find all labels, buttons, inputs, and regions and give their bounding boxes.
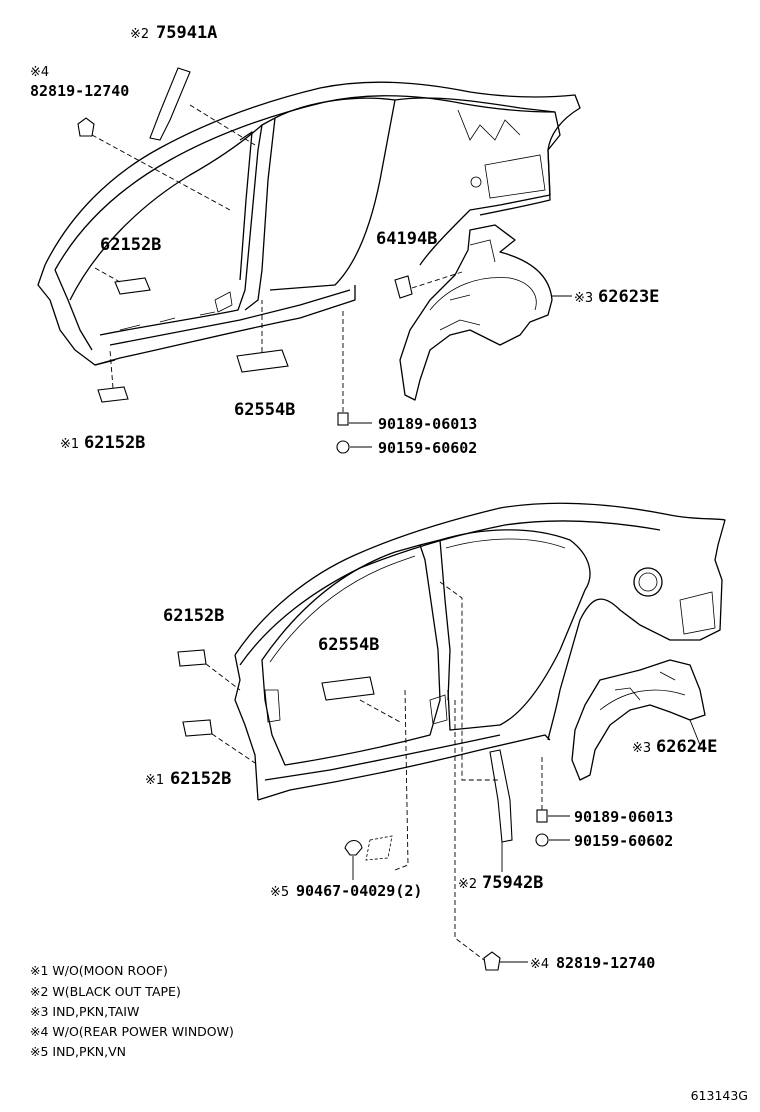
- callout-62152b-top1: ※1 62152B: [60, 433, 145, 453]
- part-75941a-shape: [149, 67, 191, 141]
- upper-wheel-housing: [399, 224, 553, 401]
- callout-62554b-top: 62554B: [234, 400, 295, 420]
- svg-text:※1: ※1: [145, 773, 164, 788]
- svg-text:※2: ※2: [130, 27, 149, 42]
- svg-text:※4: ※4: [530, 957, 549, 972]
- callout-82819-top: ※4 82819-12740: [30, 65, 129, 100]
- callout-90159-top: 90159-60602: [378, 439, 477, 457]
- svg-text:62624E: 62624E: [656, 737, 717, 757]
- svg-text:※2: ※2: [458, 877, 477, 892]
- callout-62152b-top: 62152B: [100, 235, 161, 255]
- footnote-3: ※3 IND,PKN,TAIW: [30, 1004, 139, 1019]
- svg-text:75941A: 75941A: [156, 23, 217, 43]
- footnotes: ※1 W/O(MOON ROOF) ※2 W(BLACK OUT TAPE) ※…: [30, 963, 234, 1059]
- footnote-5: ※5 IND,PKN,VN: [30, 1044, 126, 1059]
- part-62152b-bot-shape: [177, 649, 207, 667]
- part-62152b-bot1-shape: [182, 719, 213, 737]
- callout-75941a: ※2 75941A: [130, 23, 217, 43]
- svg-text:62152B: 62152B: [100, 235, 161, 255]
- part-62554b-bot-shape: [321, 676, 375, 701]
- svg-text:90189-06013: 90189-06013: [574, 808, 673, 826]
- callout-75942b: ※2 75942B: [458, 873, 543, 893]
- bolt-90159-top-shape: [336, 440, 350, 454]
- svg-text:62152B: 62152B: [163, 606, 224, 626]
- svg-text:64194B: 64194B: [376, 229, 437, 249]
- svg-text:90159-60602: 90159-60602: [378, 439, 477, 457]
- svg-text:62623E: 62623E: [598, 287, 659, 307]
- part-75942b-shape: [489, 749, 513, 843]
- svg-text:82819-12740: 82819-12740: [30, 82, 129, 100]
- callout-90189-top: 90189-06013: [378, 415, 477, 433]
- callout-90467: ※5 90467-04029(2): [270, 882, 422, 900]
- upper-side-panel-drawing: [37, 81, 581, 366]
- svg-text:62152B: 62152B: [170, 769, 231, 789]
- callout-62152b-bot: 62152B: [163, 606, 224, 626]
- callout-82819-bot: ※4 82819-12740: [530, 954, 655, 972]
- part-82819-top-shape: [77, 117, 95, 137]
- footnote-1: ※1 W/O(MOON ROOF): [30, 963, 168, 978]
- part-62152b-top1-shape: [97, 386, 129, 403]
- callout-62554b-bot: 62554B: [318, 635, 379, 655]
- part-64194b-shape: [394, 275, 413, 299]
- svg-text:82819-12740: 82819-12740: [556, 954, 655, 972]
- svg-text:※5: ※5: [270, 885, 289, 900]
- callout-90189-bot: 90189-06013: [574, 808, 673, 826]
- svg-text:62152B: 62152B: [84, 433, 145, 453]
- upper-leader-lines: [91, 104, 572, 448]
- bolt-90189-top-shape: [337, 412, 349, 426]
- svg-text:90467-04029(2): 90467-04029(2): [296, 882, 422, 900]
- footnote-2: ※2 W(BLACK OUT TAPE): [30, 984, 181, 999]
- svg-text:※1: ※1: [60, 437, 79, 452]
- part-62554b-top-shape: [236, 349, 289, 373]
- diagram-reference-number: 613143G: [691, 1088, 748, 1103]
- bolt-90159-bot-shape: [535, 833, 549, 847]
- svg-text:75942B: 75942B: [482, 873, 543, 893]
- callout-62152b-bot1: ※1 62152B: [145, 769, 231, 789]
- clip-90467-shape: [344, 835, 393, 861]
- part-62152b-top-shape: [114, 277, 151, 295]
- lower-wheel-housing: [571, 659, 706, 781]
- callout-64194b: 64194B: [376, 229, 437, 249]
- bolt-90189-bot-shape: [536, 809, 548, 823]
- callout-62623e: ※3 62623E: [574, 287, 659, 307]
- svg-text:※4: ※4: [30, 65, 49, 80]
- svg-text:※3: ※3: [632, 741, 651, 756]
- footnote-4: ※4 W/O(REAR POWER WINDOW): [30, 1024, 234, 1039]
- callout-62624e: ※3 62624E: [632, 737, 717, 757]
- callout-90159-bot: 90159-60602: [574, 832, 673, 850]
- part-82819-bot-shape: [483, 951, 501, 971]
- svg-text:90189-06013: 90189-06013: [378, 415, 477, 433]
- lower-leader-lines: [205, 581, 701, 963]
- svg-text:90159-60602: 90159-60602: [574, 832, 673, 850]
- svg-text:※3: ※3: [574, 291, 593, 306]
- svg-text:62554B: 62554B: [234, 400, 295, 420]
- lower-side-panel-drawing: [234, 502, 726, 801]
- svg-text:62554B: 62554B: [318, 635, 379, 655]
